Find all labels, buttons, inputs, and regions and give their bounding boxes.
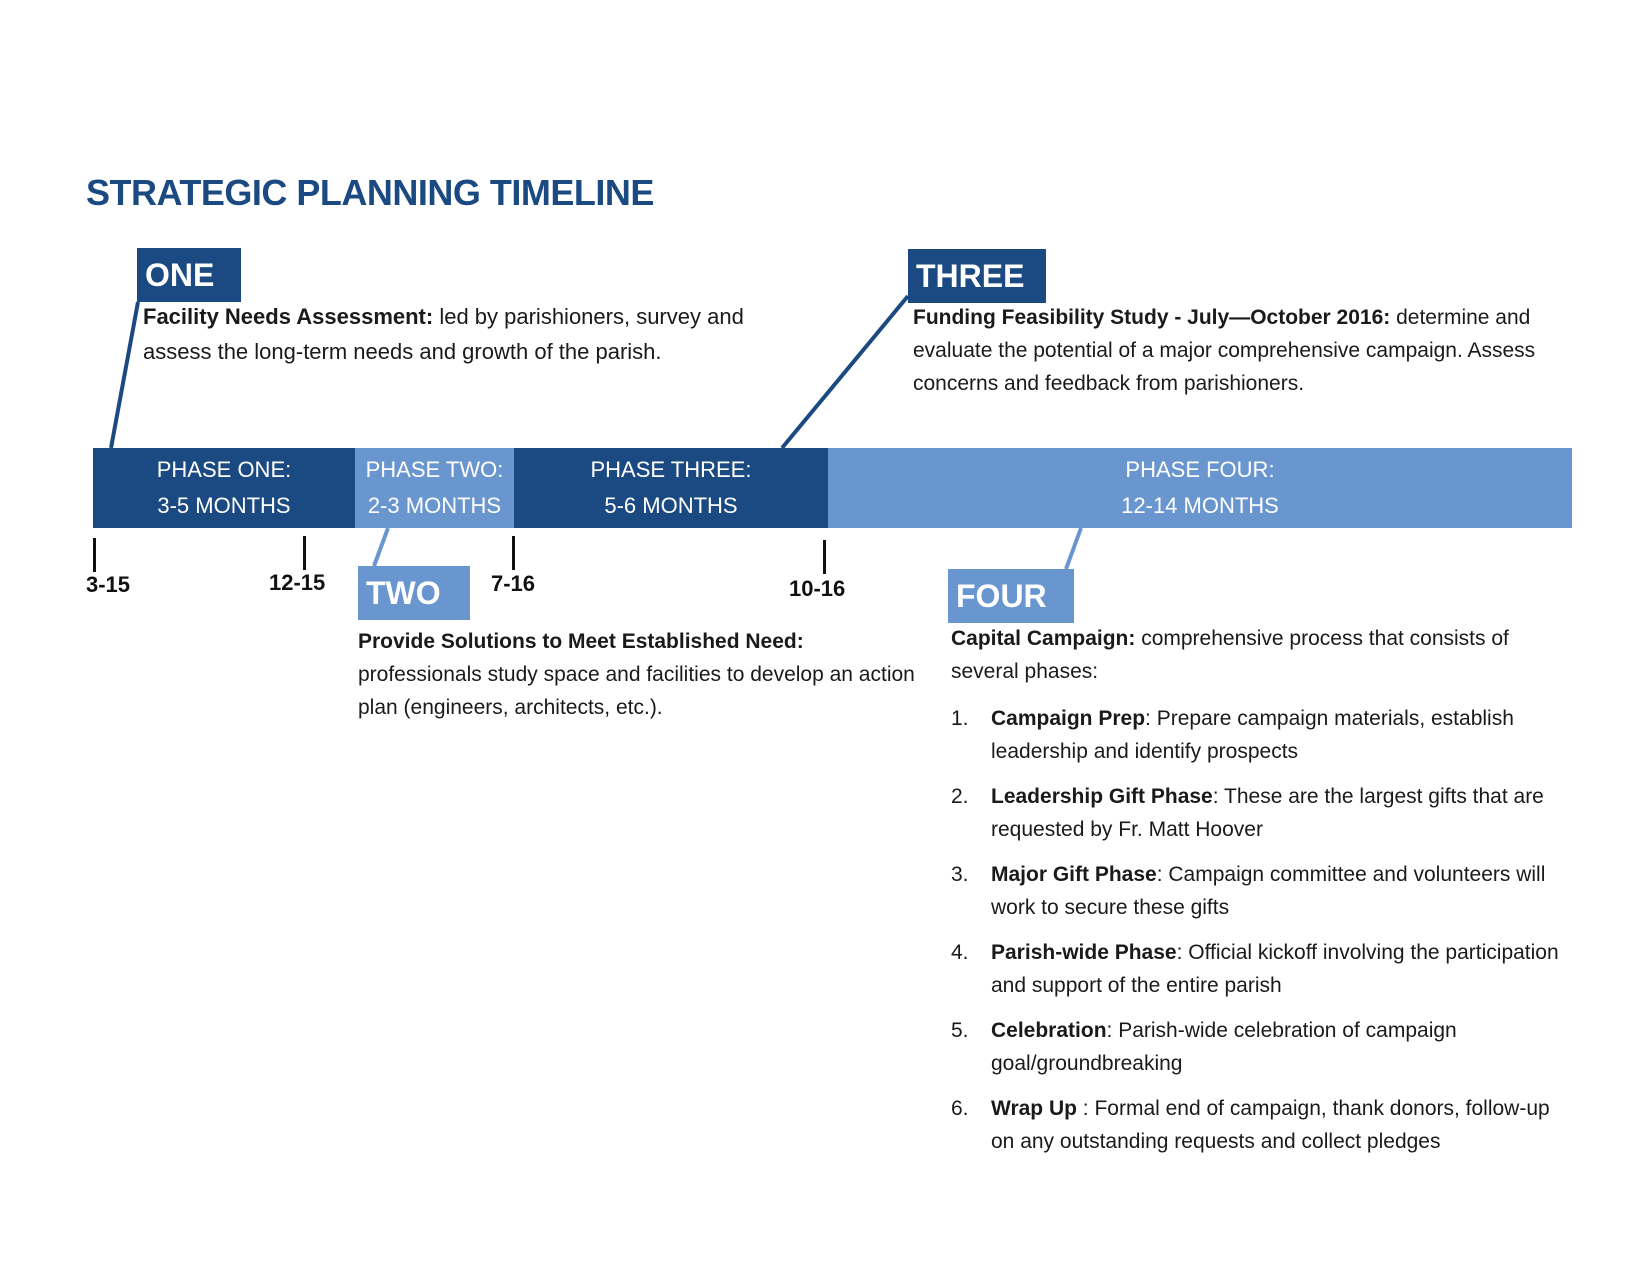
step-title: Leadership Gift Phase: [991, 785, 1213, 808]
date-tick: [93, 538, 96, 572]
phase-four-bar-duration: 12-14 MONTHS: [1121, 493, 1279, 518]
phase-three-bar-label: PHASE THREE:: [590, 457, 752, 482]
step-number: 5.: [951, 1019, 969, 1042]
date-label: 7-16: [491, 571, 536, 596]
step-number: 1.: [951, 707, 969, 730]
step-number: 6.: [951, 1097, 969, 1120]
phase-two-bar-label: PHASE TWO:: [365, 457, 504, 482]
phase-four-tag: FOUR: [948, 569, 1074, 623]
phase-two-heading: Provide Solutions to Meet Established Ne…: [358, 630, 804, 653]
date-label: 3-15: [86, 572, 131, 597]
step-text: : These are the largest gifts that are r…: [991, 785, 1544, 841]
timeline-phase-two: PHASE TWO: 2-3 MONTHS: [355, 448, 514, 528]
step-title: Parish-wide Phase: [991, 941, 1177, 964]
page-title: STRATEGIC PLANNING TIMELINE: [86, 172, 654, 213]
phase-one-description: Facility Needs Assessment: led by parish…: [143, 299, 763, 369]
timeline-phase-one: PHASE ONE: 3-5 MONTHS: [93, 448, 355, 528]
list-item: 4. Parish-wide Phase: Official kickoff in…: [951, 936, 1571, 1002]
date-tick: [303, 536, 306, 570]
list-item: 6. Wrap Up : Formal end of campaign, than…: [951, 1092, 1571, 1158]
list-item: 5. Celebration: Parish-wide celebration o…: [951, 1014, 1571, 1080]
connector-one: [109, 301, 140, 449]
phase-one-tag: ONE: [137, 248, 241, 302]
step-text: : Formal end of campaign, thank donors, …: [991, 1097, 1550, 1153]
list-item: 1. Campaign Prep: Prepare campaign materi…: [951, 702, 1571, 768]
phase-one-heading: Facility Needs Assessment:: [143, 304, 434, 329]
list-item: 2. Leadership Gift Phase: These are the l…: [951, 780, 1571, 846]
phase-three-heading: Funding Feasibility Study - July—October…: [913, 306, 1391, 329]
step-number: 4.: [951, 941, 969, 964]
phase-three-text: determine and evaluate the potential of …: [913, 306, 1536, 395]
phase-three-bar-duration: 5-6 MONTHS: [604, 493, 738, 518]
step-title: Celebration: [991, 1019, 1107, 1042]
connector-two: [372, 527, 390, 567]
date-label: 12-15: [269, 570, 326, 595]
phase-two-bar-duration: 2-3 MONTHS: [367, 493, 502, 518]
phase-one-bar-duration: 3-5 MONTHS: [157, 493, 291, 518]
phase-two-tag: TWO: [358, 566, 470, 620]
phase-four-description: Capital Campaign: comprehensive process …: [951, 622, 1571, 688]
step-text: : Campaign committee and volunteers will…: [991, 863, 1546, 919]
campaign-steps-list: 1. Campaign Prep: Prepare campaign materi…: [951, 702, 1571, 1170]
phase-three-description: Funding Feasibility Study - July—October…: [913, 301, 1553, 400]
phase-two-description: Provide Solutions to Meet Established Ne…: [358, 625, 918, 724]
date-label: 10-16: [789, 576, 846, 601]
step-text: : Official kickoff involving the partici…: [991, 941, 1559, 997]
connector-four: [1064, 527, 1083, 570]
list-item: 3. Major Gift Phase: Campaign committee a…: [951, 858, 1571, 924]
phase-four-bar-label: PHASE FOUR:: [1125, 457, 1275, 482]
step-title: Major Gift Phase: [991, 863, 1157, 886]
timeline-phase-four: PHASE FOUR: 12-14 MONTHS: [828, 448, 1572, 528]
step-number: 2.: [951, 785, 969, 808]
phase-four-text: comprehensive process that consists of s…: [951, 627, 1509, 683]
phase-three-tag: THREE: [908, 249, 1046, 303]
step-title: Wrap Up: [991, 1097, 1077, 1120]
connector-three: [780, 294, 910, 450]
step-text: : Parish-wide celebration of campaign go…: [991, 1019, 1457, 1075]
step-text: : Prepare campaign materials, establish …: [991, 707, 1514, 763]
date-tick: [512, 536, 515, 570]
phase-two-text: professionals study space and facilities…: [358, 663, 915, 719]
timeline-phase-three: PHASE THREE: 5-6 MONTHS: [514, 448, 828, 528]
phase-one-text: led by parishioners, survey and assess t…: [143, 304, 744, 364]
date-tick: [823, 540, 826, 574]
step-number: 3.: [951, 863, 969, 886]
phase-one-bar-label: PHASE ONE:: [156, 457, 292, 482]
step-title: Campaign Prep: [991, 707, 1146, 730]
phase-four-heading: Capital Campaign:: [951, 627, 1136, 650]
